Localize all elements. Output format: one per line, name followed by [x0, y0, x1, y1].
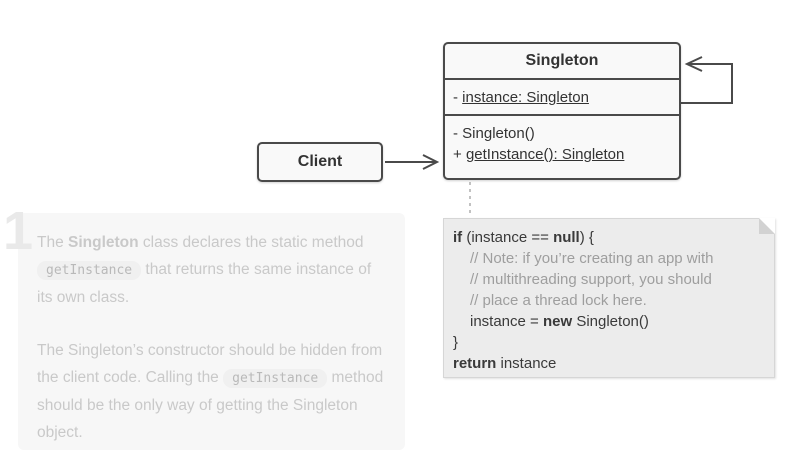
text-segment: (instance ==: [462, 229, 554, 246]
text-segment: if: [453, 229, 463, 246]
member-name: getInstance(): Singleton: [465, 146, 625, 163]
text-segment: The Singleton’s constructor should be hi…: [37, 342, 383, 386]
inline-code-pill: getInstance: [37, 261, 142, 280]
text-segment: ) {: [579, 229, 594, 246]
member-name: Singleton(): [462, 125, 535, 142]
text-segment: new: [542, 313, 573, 330]
text-segment: }: [453, 334, 459, 351]
member-visibility: -: [453, 125, 463, 142]
class-member: - Singleton(): [453, 123, 671, 144]
singleton-class-title: Singleton: [525, 52, 599, 69]
client-to-singleton-arrow: [385, 154, 440, 170]
class-member: - instance: Singleton: [453, 87, 671, 108]
code-line: }: [453, 332, 764, 353]
member-visibility: +: [453, 146, 466, 163]
member-name: instance: Singleton: [462, 89, 589, 106]
code-line: instance = new Singleton(): [453, 311, 764, 332]
client-class-box: Client: [257, 142, 383, 182]
singleton-class-box: Singleton - instance: Singleton - Single…: [443, 42, 681, 180]
text-segment: // Note: if you’re creating an app with: [470, 250, 714, 267]
singleton-self-reference-arrow: [681, 56, 733, 104]
text-segment: // multithreading support, you should: [470, 271, 712, 288]
step-number: 1: [3, 201, 34, 261]
text-segment: Singleton(): [572, 313, 649, 330]
code-line: // Note: if you’re creating an app with: [453, 248, 764, 269]
inline-code-pill: getInstance: [223, 369, 328, 388]
text-segment: // place a thread lock here.: [470, 292, 647, 309]
step-paragraph: The Singleton’s constructor should be hi…: [37, 337, 389, 446]
code-line: // place a thread lock here.: [453, 290, 764, 311]
step-paragraphs: The Singleton class declares the static …: [37, 229, 389, 463]
text-segment: class declares the static method: [138, 234, 364, 251]
code-line: if (instance == null) {: [453, 227, 764, 248]
text-segment: Singleton: [68, 234, 139, 251]
text-segment: that returns the same instance of its ow…: [37, 261, 372, 306]
client-class-title: Client: [297, 153, 343, 170]
text-segment: instance =: [470, 313, 543, 330]
class-member: + getInstance(): Singleton: [453, 144, 671, 165]
code-line: // multithreading support, you should: [453, 269, 764, 290]
step-paragraph: The Singleton class declares the static …: [37, 229, 389, 311]
text-segment: method should be the only way of getting…: [37, 369, 384, 441]
text-segment: instance: [496, 355, 557, 372]
text-segment: return: [453, 355, 497, 372]
text-segment: The: [37, 234, 69, 251]
code-line: return instance: [453, 353, 764, 374]
singleton-attributes: - instance: Singleton: [445, 78, 679, 114]
step-panel: [18, 213, 405, 450]
note-code: if (instance == null) { // Note: if you’r…: [453, 227, 764, 374]
note-dogear-icon: [759, 218, 775, 234]
pseudocode-note: if (instance == null) { // Note: if you’r…: [443, 218, 775, 378]
text-segment: null: [553, 229, 580, 246]
singleton-methods: - Singleton()+ getInstance(): Singleton: [445, 114, 679, 172]
member-visibility: -: [453, 89, 463, 106]
